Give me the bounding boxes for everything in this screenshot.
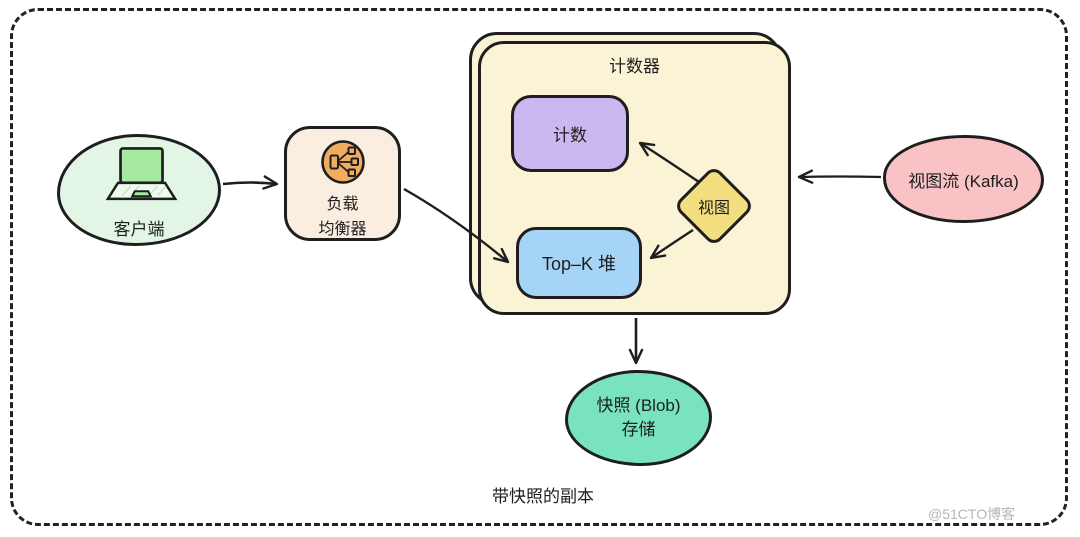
snapshot-label-line2: 存储 <box>621 420 656 439</box>
dashed-border-frame <box>10 8 1068 526</box>
count-label: 计数 <box>553 126 587 145</box>
view-diamond-label: 视图 <box>697 200 730 217</box>
watermark: @51CTO博客 <box>928 506 1016 522</box>
counter-container-title: 计数器 <box>609 57 660 76</box>
load-balancer-label-line2: 均衡器 <box>318 221 367 238</box>
snapshot-label-line1: 快照 (Blob) <box>596 396 681 415</box>
node-count: 计数 <box>511 95 629 172</box>
node-client: 客户端 <box>57 134 221 246</box>
node-topk-heap: Top–K 堆 <box>516 227 642 299</box>
topk-heap-label: Top–K 堆 <box>541 254 617 274</box>
view-stream-label: 视图流 (Kafka) <box>908 171 1019 191</box>
node-view-diamond: 视图 <box>672 164 756 248</box>
node-load-balancer: 负载 均衡器 <box>284 126 401 241</box>
load-balancer-icon <box>318 137 368 192</box>
node-view-stream-kafka: 视图流 (Kafka) <box>883 135 1044 223</box>
load-balancer-label-line1: 负载 <box>326 196 359 213</box>
load-balancer-label: 负载 均衡器 <box>318 192 366 242</box>
client-label: 客户端 <box>113 220 165 239</box>
node-snapshot-storage: 快照 (Blob) 存储 <box>565 370 712 466</box>
laptop-icon <box>97 145 181 214</box>
diagram-caption: 带快照的副本 <box>492 487 594 506</box>
